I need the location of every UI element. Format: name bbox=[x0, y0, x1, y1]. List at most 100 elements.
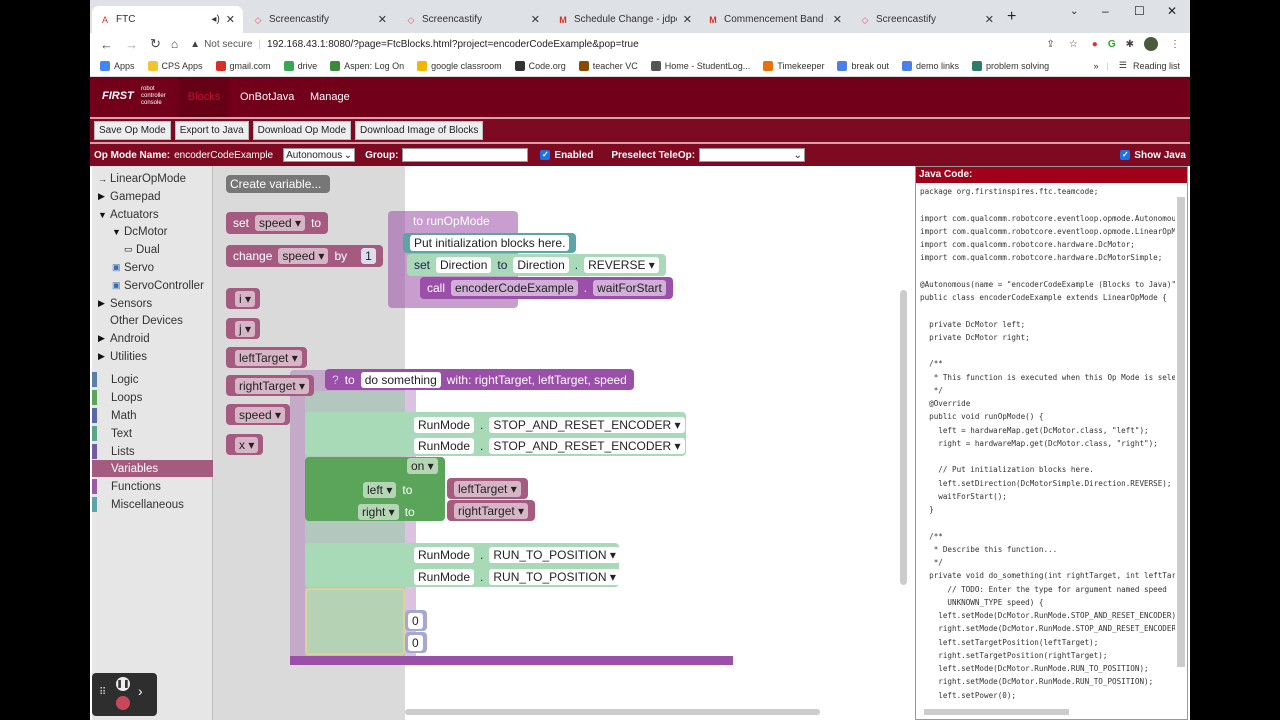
variable-getter-block[interactable]: i ▾ bbox=[226, 288, 261, 309]
variable-dropdown[interactable]: rightTarget ▾ bbox=[454, 502, 529, 519]
variable-dropdown[interactable]: j ▾ bbox=[235, 320, 256, 337]
category-functions[interactable]: Functions bbox=[92, 478, 213, 495]
number-field[interactable]: 1 bbox=[361, 248, 376, 264]
close-tab-icon[interactable]: ✕ bbox=[225, 14, 235, 26]
more-bookmarks-button[interactable]: » bbox=[1093, 60, 1099, 71]
tree-item-dual[interactable]: ▭Dual bbox=[92, 241, 213, 258]
variable-dropdown[interactable]: i ▾ bbox=[235, 290, 256, 307]
variable-dropdown[interactable]: leftTarget ▾ bbox=[235, 349, 302, 366]
minimize-icon[interactable]: – bbox=[1102, 4, 1109, 18]
variable-dropdown[interactable]: rightTarget ▾ bbox=[235, 377, 310, 394]
avatar[interactable] bbox=[1144, 37, 1158, 51]
close-tab-icon[interactable]: ✕ bbox=[984, 14, 994, 26]
security-label[interactable]: Not secure bbox=[204, 38, 253, 50]
grammarly-extension-icon[interactable]: G bbox=[1107, 38, 1116, 50]
tab-screencastify[interactable]: ◇Screencastify✕ bbox=[254, 14, 387, 26]
number-field[interactable]: 0 bbox=[408, 612, 423, 629]
bookmark-item[interactable]: google classroom bbox=[417, 60, 502, 71]
close-tab-icon[interactable]: ✕ bbox=[832, 14, 842, 26]
back-icon[interactable]: ← bbox=[100, 36, 113, 52]
set-power-block[interactable] bbox=[305, 588, 405, 655]
tree-item-servocontroller[interactable]: ▣ServoController bbox=[92, 277, 213, 294]
blocks-workspace[interactable]: to runOpMode Put initialization blocks h… bbox=[213, 166, 913, 720]
reading-list-button[interactable]: Reading list bbox=[1132, 60, 1180, 71]
url-field[interactable]: 192.168.43.1:8080/?page=FtcBlocks.html?p… bbox=[267, 38, 639, 50]
runmode-dropdown[interactable]: STOP_AND_RESET_ENCODER ▾ bbox=[489, 437, 685, 454]
left-dropdown[interactable]: left ▾ bbox=[363, 482, 397, 498]
set-mode-block[interactable]: RunMode.RUN_TO_POSITION ▾ RunMode.RUN_TO… bbox=[305, 543, 620, 587]
comment-block[interactable]: Put initialization blocks here. bbox=[403, 233, 577, 253]
tree-item-actuators[interactable]: ▼Actuators bbox=[92, 206, 213, 223]
tree-item-other-devices[interactable]: Other Devices bbox=[92, 312, 213, 329]
variable-dropdown[interactable]: leftTarget ▾ bbox=[454, 480, 521, 497]
close-tab-icon[interactable]: ✕ bbox=[530, 14, 540, 26]
lefttarget-variable-block[interactable]: leftTarget ▾ bbox=[447, 478, 528, 499]
java-vertical-scrollbar[interactable] bbox=[1177, 197, 1185, 667]
bookmark-item[interactable]: demo links bbox=[902, 60, 959, 71]
nav-onbotjava[interactable]: OnBotJava bbox=[240, 91, 295, 103]
download-op-mode-button[interactable]: Download Op Mode bbox=[252, 121, 352, 140]
bookmark-item[interactable]: Apps bbox=[100, 60, 135, 71]
property-dropdown[interactable]: Direction bbox=[436, 257, 492, 273]
forward-icon[interactable]: → bbox=[125, 36, 138, 52]
category-loops[interactable]: Loops bbox=[92, 389, 213, 406]
export-to-java-button[interactable]: Export to Java bbox=[174, 121, 249, 140]
enabled-checkbox[interactable]: ✓ bbox=[540, 150, 551, 160]
function-name-field[interactable]: do something bbox=[360, 371, 441, 388]
tab-screencastify[interactable]: ◇Screencastify✕ bbox=[407, 14, 540, 26]
variable-getter-block[interactable]: x ▾ bbox=[226, 434, 264, 455]
number-block[interactable]: 0 bbox=[405, 632, 427, 653]
tree-item-servo[interactable]: ▣Servo bbox=[92, 259, 213, 276]
close-window-icon[interactable]: ✕ bbox=[1167, 4, 1178, 18]
extensions-icon[interactable]: ✱ bbox=[1125, 38, 1134, 50]
tree-item-android[interactable]: ▶Android bbox=[92, 330, 213, 347]
bookmark-item[interactable]: CPS Apps bbox=[147, 60, 203, 71]
maximize-icon[interactable]: ☐ bbox=[1134, 4, 1145, 18]
variable-dropdown[interactable]: speed ▾ bbox=[255, 215, 306, 231]
set-mode-block[interactable]: RunMode.STOP_AND_RESET_ENCODER ▾ RunMode… bbox=[305, 412, 686, 456]
direction-dropdown[interactable]: REVERSE ▾ bbox=[584, 257, 659, 273]
variable-dropdown[interactable]: speed ▾ bbox=[235, 406, 286, 423]
tree-item-utilities[interactable]: ▶Utilities bbox=[92, 348, 213, 365]
expand-icon[interactable]: › bbox=[138, 683, 143, 699]
runmode-dropdown[interactable]: RUN_TO_POSITION ▾ bbox=[489, 547, 620, 563]
pause-icon[interactable]: ❚❚ bbox=[116, 677, 130, 691]
category-lists[interactable]: Lists bbox=[92, 443, 213, 460]
number-block[interactable]: 0 bbox=[405, 610, 427, 631]
righttarget-variable-block[interactable]: rightTarget ▾ bbox=[447, 500, 536, 521]
runmode-dropdown[interactable]: RUN_TO_POSITION ▾ bbox=[489, 569, 620, 585]
home-icon[interactable]: ⌂ bbox=[170, 37, 179, 51]
variable-dropdown[interactable]: x ▾ bbox=[235, 436, 259, 453]
nav-blocks[interactable]: Blocks bbox=[178, 77, 230, 117]
variable-getter-block[interactable]: rightTarget ▾ bbox=[226, 375, 315, 396]
vertical-scrollbar[interactable] bbox=[900, 290, 907, 585]
targetposition-dropdown[interactable]: on ▾ bbox=[407, 458, 438, 474]
bookmark-item[interactable]: break out bbox=[837, 60, 889, 71]
bookmark-star-icon[interactable]: ☆ bbox=[1068, 38, 1078, 50]
bookmark-item[interactable]: teacher VC bbox=[578, 60, 638, 71]
share-icon[interactable]: ⇪ bbox=[1046, 38, 1055, 50]
variable-getter-block[interactable]: speed ▾ bbox=[226, 404, 291, 425]
group-input[interactable] bbox=[402, 148, 529, 162]
new-tab-button[interactable]: + bbox=[1007, 8, 1017, 25]
drag-handle-icon[interactable]: ⠿ bbox=[99, 687, 107, 698]
variable-getter-block[interactable]: leftTarget ▾ bbox=[226, 347, 307, 368]
tab-search-icon[interactable]: ⌄ bbox=[1070, 6, 1079, 17]
java-code-text[interactable]: package org.firstinspires.ftc.teamcode;i… bbox=[920, 185, 1175, 705]
tree-item-linearopmode[interactable]: →LinearOpMode bbox=[92, 170, 213, 187]
preselect-teleop-select[interactable]: ⌄ bbox=[699, 148, 806, 162]
tree-item-sensors[interactable]: ▶Sensors bbox=[92, 295, 213, 312]
category-text[interactable]: Text bbox=[92, 425, 213, 442]
category-math[interactable]: Math bbox=[92, 407, 213, 424]
close-tab-icon[interactable]: ✕ bbox=[377, 14, 387, 26]
save-op-mode-button[interactable]: Save Op Mode bbox=[94, 121, 171, 140]
bookmark-item[interactable]: gmail.com bbox=[215, 60, 271, 71]
java-horizontal-scrollbar[interactable] bbox=[924, 709, 1069, 715]
close-tab-icon[interactable]: ✕ bbox=[682, 14, 692, 26]
